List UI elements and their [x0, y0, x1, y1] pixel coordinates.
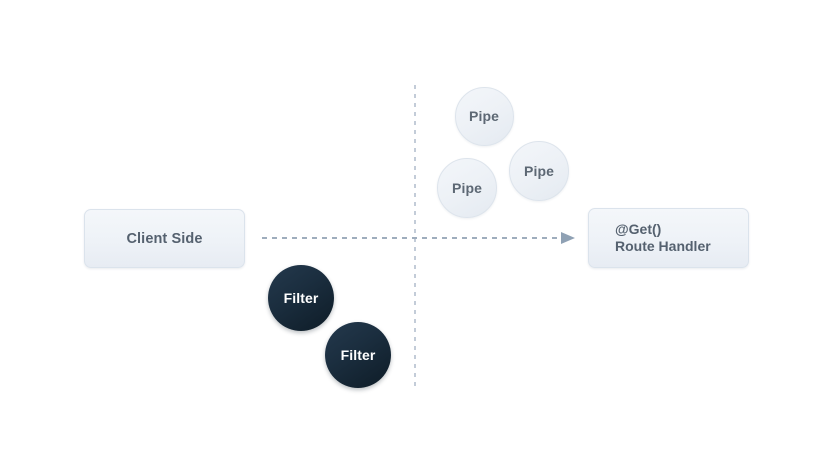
route-handler-title-label: Route Handler [615, 238, 711, 254]
pipe-label: Pipe [524, 163, 554, 179]
pipe-circle[interactable]: Pipe [509, 141, 569, 201]
route-handler-box[interactable]: @Get() Route Handler [588, 208, 749, 268]
route-handler-lines: @Get() Route Handler [615, 221, 711, 255]
filter-circle[interactable]: Filter [325, 322, 391, 388]
client-side-box[interactable]: Client Side [84, 209, 245, 268]
filter-label: Filter [283, 290, 319, 306]
filter-circle[interactable]: Filter [268, 265, 334, 331]
pipe-label: Pipe [452, 180, 482, 196]
pipe-circle[interactable]: Pipe [454, 86, 514, 146]
pipe-label: Pipe [469, 108, 499, 124]
route-handler-decorator-label: @Get() [615, 220, 662, 237]
pipe-circle[interactable]: Pipe [437, 158, 497, 218]
client-side-label: Client Side [126, 230, 203, 247]
filter-label: Filter [340, 347, 376, 363]
